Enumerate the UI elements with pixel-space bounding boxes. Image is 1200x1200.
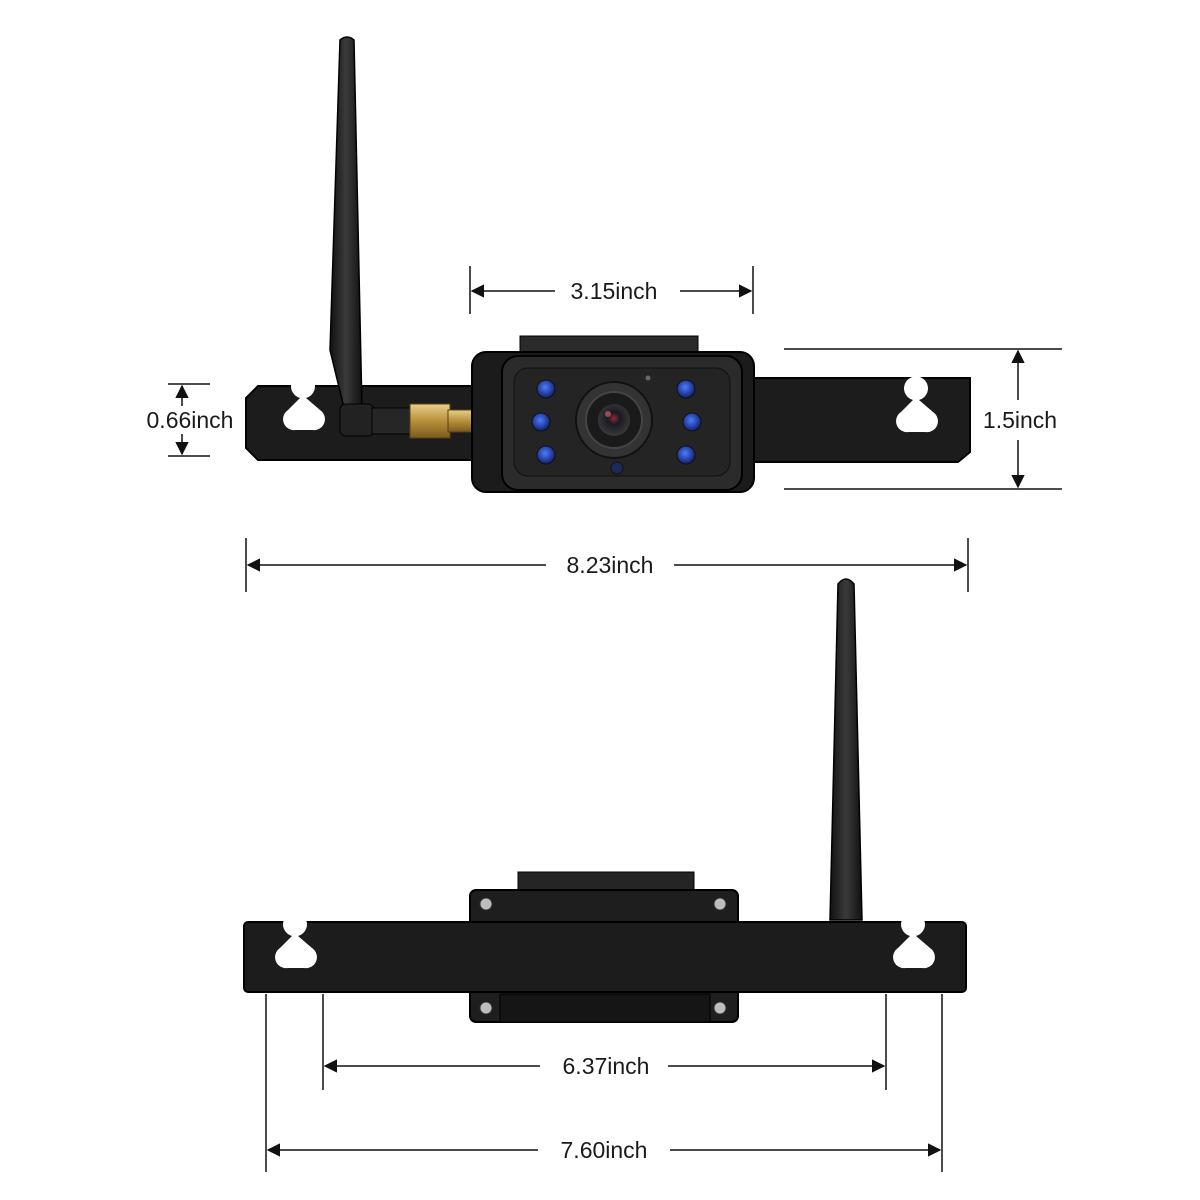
dimension-8-23 [245, 538, 969, 592]
dimension-0-66 [168, 383, 210, 457]
light-sensor-icon [610, 461, 624, 475]
screw-icon [479, 1001, 493, 1015]
label-bracket-height: 0.66inch [140, 406, 240, 434]
rear-view-camera [243, 578, 967, 1023]
ir-led-icon [682, 412, 702, 432]
ir-led-icon [536, 379, 556, 399]
label-hole-spacing: 6.37inch [556, 1052, 656, 1080]
antenna [829, 578, 863, 921]
ir-led-icon [536, 445, 556, 465]
dimension-3-15 [469, 266, 754, 314]
label-camera-width: 3.15inch [564, 277, 664, 305]
dimension-7-60 [265, 994, 943, 1172]
ir-led-icon [531, 412, 551, 432]
dimension-6-37 [322, 994, 887, 1090]
keyhole-slot-icon [893, 912, 935, 969]
screw-icon [479, 897, 493, 911]
ir-led-icon [676, 379, 696, 399]
screw-icon [713, 1001, 727, 1015]
antenna [329, 36, 363, 417]
keyhole-slot-icon [283, 374, 325, 431]
antenna-base [339, 403, 375, 437]
label-overall-width-bottom: 7.60inch [554, 1136, 654, 1164]
dimension-1-5 [784, 348, 1062, 490]
front-view-camera [245, 36, 971, 493]
sma-connector [409, 403, 451, 439]
label-overall-height: 1.5inch [976, 406, 1064, 434]
screw-icon [713, 897, 727, 911]
keyhole-slot-icon [275, 912, 317, 969]
keyhole-slot-icon [896, 376, 938, 433]
label-overall-width-top: 8.23inch [560, 551, 660, 579]
ir-led-icon [676, 445, 696, 465]
license-plate-bracket [243, 921, 967, 993]
